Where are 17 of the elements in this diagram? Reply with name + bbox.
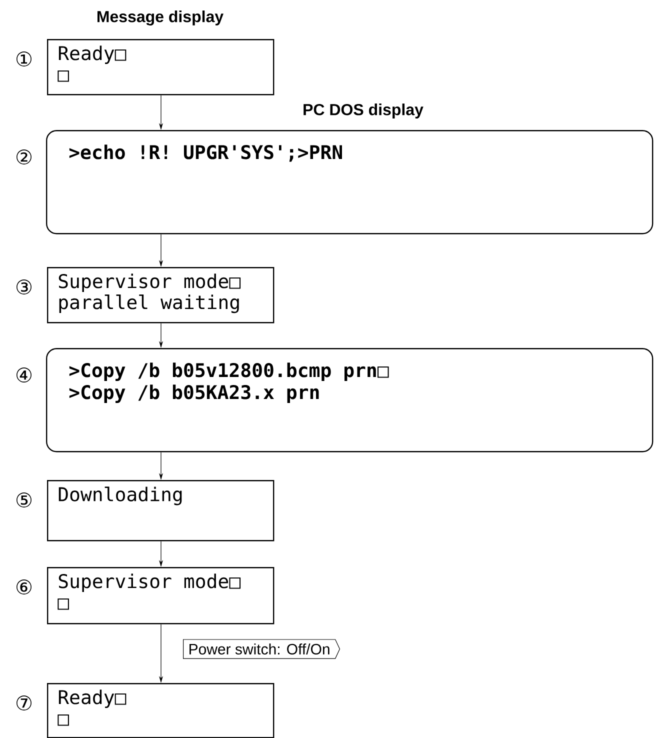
display-box: Downloading xyxy=(47,480,274,542)
display-box: Ready□ □ xyxy=(47,683,274,738)
step-number: ⑥ xyxy=(16,580,32,594)
step-number: ③ xyxy=(16,280,32,294)
display-box: Supervisor mode□ □ xyxy=(47,567,274,624)
display-box: Ready□ □ xyxy=(47,39,274,96)
heading: PC DOS display xyxy=(304,104,424,118)
step-number: ⑦ xyxy=(16,696,32,710)
console-box: >echo !R! UPGR'SYS';>PRN xyxy=(46,130,654,234)
edge-label: Power switch: Off/On xyxy=(183,639,340,659)
heading: Message display xyxy=(97,10,224,26)
step-number: ① xyxy=(16,52,32,66)
step-number: ② xyxy=(16,150,32,164)
step-number: ④ xyxy=(16,368,32,382)
display-box: Supervisor mode□ parallel waiting xyxy=(47,267,274,324)
console-box: >Copy /b b05v12800.bcmp prn□ >Copy /b b05KA23.x prn xyxy=(46,348,654,452)
step-number: ⑤ xyxy=(16,492,32,508)
